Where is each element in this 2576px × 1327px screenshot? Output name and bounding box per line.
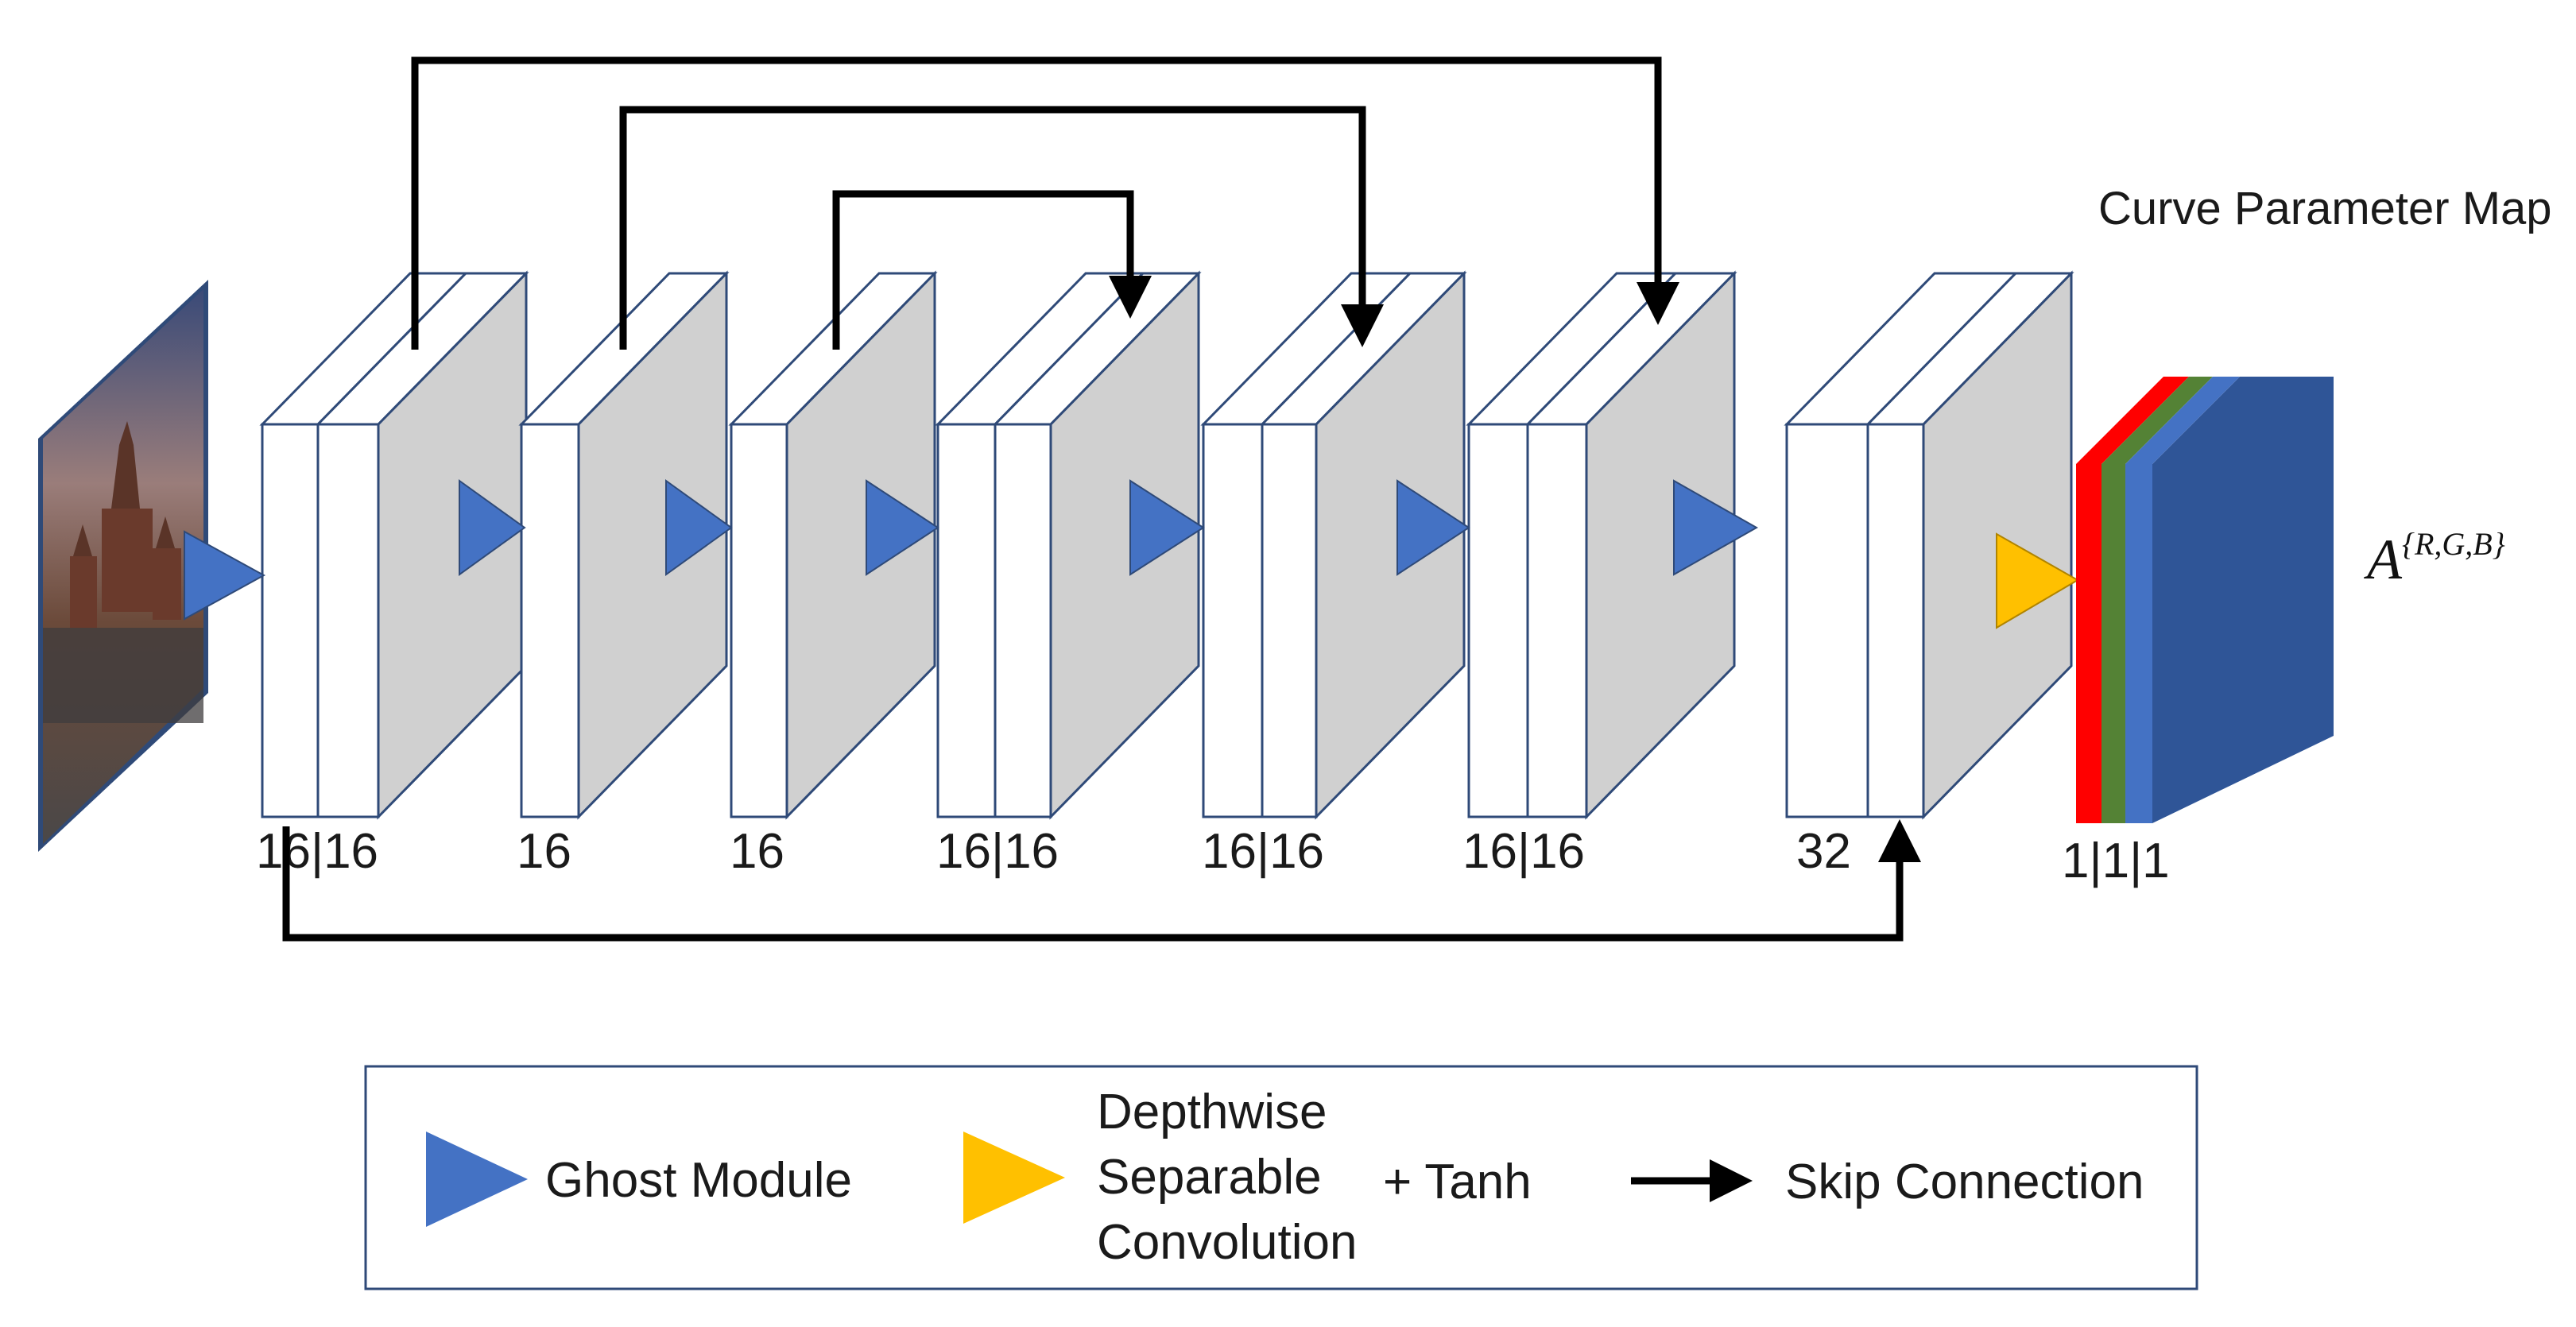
- channel-label-8: 1|1|1: [2062, 834, 2170, 888]
- skip-connection-legend-label: Skip Connection: [1785, 1155, 2144, 1209]
- block-front-slab: [730, 423, 788, 818]
- output-symbol-superscript: {R,G,B}: [2402, 526, 2505, 562]
- ghost-module-arrow: [665, 479, 733, 576]
- block-front-slab: [1866, 423, 1925, 818]
- output-top-green: [2101, 377, 2213, 464]
- legend: Ghost Module Depthwise Separable Convolu…: [364, 1065, 2198, 1290]
- output-green-channel: [2101, 464, 2125, 823]
- legend-box: [364, 1065, 2198, 1290]
- ghost-module-arrow: [1396, 479, 1470, 576]
- block-front-slab: [1202, 423, 1264, 818]
- block-front-slab: [936, 423, 997, 818]
- block-front-slab: [1261, 423, 1318, 818]
- block-front-slab: [261, 423, 320, 818]
- output-top: [2076, 377, 2189, 464]
- dsc-legend-line-1: Depthwise: [1097, 1085, 1327, 1139]
- skip-connection-inner: [832, 190, 1152, 350]
- output-tensor: [2076, 377, 2334, 823]
- input-image: [38, 280, 208, 852]
- skip-connection-outer: [411, 56, 1679, 350]
- dsc-legend-suffix: + Tanh: [1383, 1155, 1532, 1209]
- ghost-module-arrow: [866, 479, 939, 576]
- block-front-slab: [1467, 423, 1529, 818]
- block-front-slab: [1785, 423, 1869, 818]
- dsc-legend-line-2: Separable: [1097, 1150, 1322, 1205]
- channel-label-7: 32: [1796, 824, 1851, 879]
- block-front-slab: [316, 423, 380, 818]
- layer-block-5: [1200, 270, 1467, 820]
- ghost-module-arrow: [459, 479, 526, 576]
- output-front-face: [2152, 377, 2334, 823]
- ghost-module-arrow: [1673, 479, 1759, 576]
- channel-label-1: 16|16: [256, 824, 378, 879]
- dsc-tanh-arrow: [1996, 532, 2079, 629]
- block-front-slab: [994, 423, 1052, 818]
- ghost-module-legend-icon: [426, 1132, 528, 1227]
- output-red-channel: [2076, 464, 2101, 823]
- layer-block-1: [259, 270, 529, 820]
- channel-label-3: 16: [730, 824, 784, 879]
- layer-block-4: [935, 270, 1202, 820]
- ghost-module-arrow: [1129, 479, 1205, 576]
- output-symbol-base: A: [2364, 528, 2403, 591]
- curve-parameter-map-title: Curve Parameter Map: [2098, 183, 2552, 234]
- dsc-tanh-legend-icon: [963, 1132, 1065, 1224]
- layer-block-6: [1466, 270, 1737, 820]
- channel-label-5: 16|16: [1202, 824, 1324, 879]
- output-top-blue: [2125, 377, 2240, 464]
- layer-blocks: [259, 270, 2074, 820]
- skip-connections: [282, 56, 1921, 942]
- block-front-slab: [1526, 423, 1588, 818]
- channel-label-6: 16|16: [1462, 824, 1585, 879]
- output-symbol: A{R,G,B}: [2364, 526, 2505, 591]
- ghost-module-legend-label: Ghost Module: [545, 1153, 852, 1208]
- channel-labels: 16|16 16 16 16|16 16|16 16|16 32 1|1|1: [256, 824, 2170, 888]
- layer-block-7: [1784, 270, 2074, 820]
- ghost-module-arrow: [184, 530, 266, 621]
- skip-connection-middle: [619, 106, 1384, 350]
- output-blue-channel: [2125, 464, 2152, 823]
- skip-connection-bottom: [282, 819, 1921, 942]
- dsc-legend-line-3: Convolution: [1097, 1215, 1357, 1270]
- ghost-module-arrows: [184, 479, 2079, 629]
- layer-block-2: [518, 270, 730, 820]
- channel-label-2: 16: [517, 824, 571, 879]
- block-front-slab: [520, 423, 580, 818]
- channel-label-4: 16|16: [936, 824, 1059, 879]
